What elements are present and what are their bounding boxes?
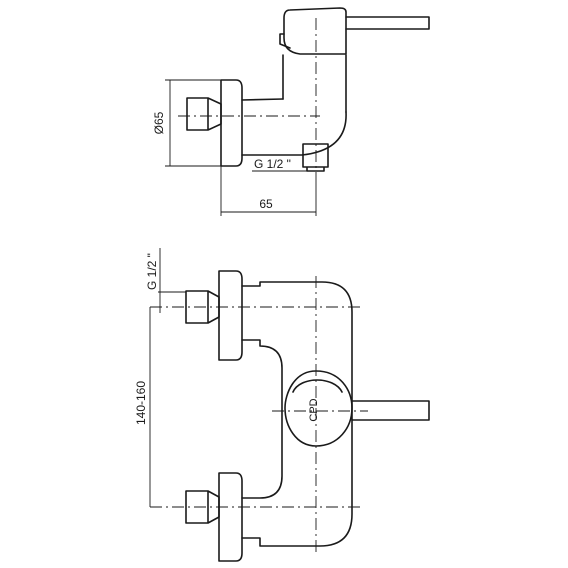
- side-inlet-fitting: [186, 97, 222, 131]
- front-handle-logo: CPD: [308, 398, 320, 421]
- side-diameter-label: Ø65: [152, 111, 166, 134]
- side-view: Ø65 G 1/2 " 65: [152, 7, 430, 216]
- front-mixer-body: [241, 281, 353, 547]
- front-upper-flange: [218, 270, 243, 361]
- side-lever-tab: [279, 33, 291, 49]
- front-upper-inlet-fitting: [185, 290, 220, 324]
- side-cartridge-body: [282, 54, 347, 113]
- front-lower-flange: [218, 472, 243, 562]
- side-lever-cap: [283, 7, 347, 55]
- front-view: CPD G 1/2 " 140-160: [134, 248, 430, 562]
- side-connection-label: G 1/2 ": [254, 157, 291, 171]
- front-spacing-label: 140-160: [134, 381, 148, 425]
- side-elbow-body: [241, 98, 347, 156]
- front-handle-disc: [284, 370, 353, 447]
- front-lower-inlet-fitting: [185, 490, 220, 524]
- side-depth-label: 65: [259, 197, 273, 211]
- side-outlet-fitting: [302, 143, 329, 172]
- side-wall-flange: [220, 79, 243, 167]
- front-connection-label: G 1/2 ": [145, 253, 159, 290]
- front-lever-rod: [351, 400, 430, 421]
- side-lever-rod: [345, 16, 430, 30]
